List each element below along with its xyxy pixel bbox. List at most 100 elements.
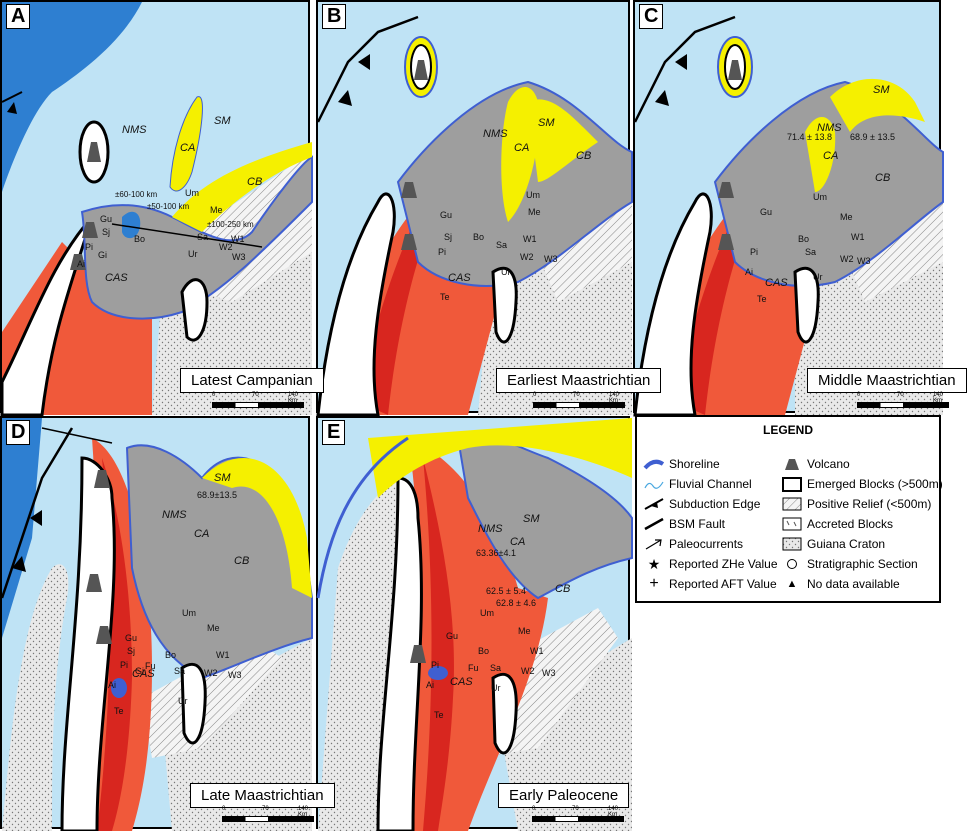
panel-c-map <box>633 15 944 417</box>
place-w3: W3 <box>232 252 246 262</box>
place-me: Me <box>210 205 223 215</box>
legend-label: Shoreline <box>669 457 720 471</box>
legend: LEGEND Shoreline Fluvial Channel Subduct… <box>635 415 943 603</box>
panel-b-map <box>316 15 633 417</box>
value-e2: 62.5 ± 5.4 <box>486 586 526 596</box>
legend-label: Emerged Blocks (>500m) <box>807 477 943 491</box>
circle-icon <box>781 557 803 571</box>
place-nms: NMS <box>478 523 503 535</box>
place-w3: W3 <box>542 668 556 678</box>
place-cb: CB <box>555 583 571 595</box>
place-bo: Bo <box>473 232 485 242</box>
scale-tick-0: 0 <box>532 806 536 812</box>
place-bo: Bo <box>165 650 177 660</box>
legend-item-relief: Positive Relief (<500m) <box>781 497 931 511</box>
place-um: Um <box>526 190 540 200</box>
panel-d-label: D <box>6 420 31 445</box>
panel-e-map <box>316 418 633 831</box>
scale-tick-140: 140 Km <box>298 806 309 818</box>
place-cas: CAS <box>105 272 128 284</box>
legend-title: LEGEND <box>762 423 813 437</box>
place-ai: Ai <box>426 680 435 690</box>
triangle-icon: ▲ <box>786 578 798 590</box>
river-icon <box>643 477 665 491</box>
legend-label: Stratigraphic Section <box>807 557 918 571</box>
scale-bar-graphic <box>533 402 625 408</box>
place-te: Te <box>757 294 767 304</box>
accreted-icon <box>781 517 803 531</box>
place-pi: Pi <box>438 247 447 257</box>
period-label-b: Earliest Maastrichtian <box>496 368 662 393</box>
scale-bar-graphic <box>857 402 949 408</box>
place-ur: Ur <box>178 696 188 706</box>
place-cb: CB <box>576 150 592 162</box>
place-ur: Ur <box>501 267 511 277</box>
scale-bar-graphic <box>222 816 314 822</box>
scale-tick-70: 70 <box>573 392 580 398</box>
place-w2: W2 <box>520 252 534 262</box>
place-ur: Ur <box>813 272 823 282</box>
scale-tick-0: 0 <box>212 392 216 398</box>
place-w2: W2 <box>840 254 854 264</box>
volcano-icon <box>781 457 803 471</box>
legend-label: Accreted Blocks <box>807 517 894 531</box>
legend-item-nodata: ▲ No data available <box>781 577 900 591</box>
place-w2: W2 <box>521 666 535 676</box>
legend-label: Volcano <box>807 457 850 471</box>
place-cas: CAS <box>450 676 473 688</box>
legend-item-shoreline: Shoreline <box>643 457 720 471</box>
place-me: Me <box>518 626 531 636</box>
value-c1: 71.4 ± 13.8 <box>787 132 832 142</box>
legend-item-subduction: Subduction Edge <box>643 497 760 511</box>
place-ca: CA <box>194 528 210 540</box>
place-w3: W3 <box>857 256 871 266</box>
legend-item-paleocurrents: Paleocurrents <box>643 537 743 551</box>
place-me: Me <box>840 212 853 222</box>
panel-b-label: B <box>322 4 347 29</box>
period-label-e: Early Paleocene <box>498 783 630 808</box>
place-w3: W3 <box>544 254 558 264</box>
scale-tick-70: 70 <box>252 392 259 398</box>
place-me: Me <box>207 623 220 633</box>
legend-label: Reported ZHe Value <box>669 557 778 571</box>
legend-label: Positive Relief (<500m) <box>807 497 932 511</box>
place-gi: Gi <box>135 666 144 676</box>
place-pi: Pi <box>750 247 759 257</box>
period-label-a: Latest Campanian <box>180 368 324 393</box>
place-w1: W1 <box>216 650 230 660</box>
place-sm: SM <box>538 117 555 129</box>
scale-tick-140: 140 Km <box>608 806 619 818</box>
scale-bar-d: 0 70 140 Km <box>222 806 314 826</box>
place-um: Um <box>185 188 199 198</box>
panel-c-label: C <box>639 4 664 29</box>
scale-tick-0: 0 <box>857 392 861 398</box>
scale-bar-e: 0 70 140 Km <box>532 806 624 826</box>
place-um: Um <box>813 192 827 202</box>
scale-tick-140: 140 Km <box>288 392 299 404</box>
place-sa: Sa <box>496 240 508 250</box>
place-ai: Ai <box>745 267 754 277</box>
scale-bar-b: 0 70 140 Km <box>533 392 625 412</box>
place-nms: NMS <box>817 122 842 134</box>
value-d1: 68.9±13.5 <box>197 490 237 500</box>
legend-item-section: Stratigraphic Section <box>781 557 918 571</box>
distance-note-2: ±50-100 km <box>147 202 190 211</box>
place-ur: Ur <box>188 249 198 259</box>
legend-item-volcano: Volcano <box>781 457 850 471</box>
place-me: Me <box>528 207 541 217</box>
subduction-icon <box>643 497 665 511</box>
hatch-icon <box>781 497 803 511</box>
place-cas: CAS <box>765 277 788 289</box>
legend-label: Paleocurrents <box>669 537 744 551</box>
legend-label: Subduction Edge <box>669 497 761 511</box>
scale-bar-c: 0 70 140 Km <box>857 392 949 412</box>
place-gu: Gu <box>440 210 453 220</box>
panel-e-label: E <box>322 420 346 445</box>
place-w2: W2 <box>204 668 218 678</box>
place-cb: CB <box>234 555 250 567</box>
place-sj: Sj <box>102 227 111 237</box>
place-cb: CB <box>247 176 263 188</box>
place-sa: Sa <box>197 232 209 242</box>
panel-a-label: A <box>6 4 31 29</box>
place-gi: Gi <box>98 250 107 260</box>
